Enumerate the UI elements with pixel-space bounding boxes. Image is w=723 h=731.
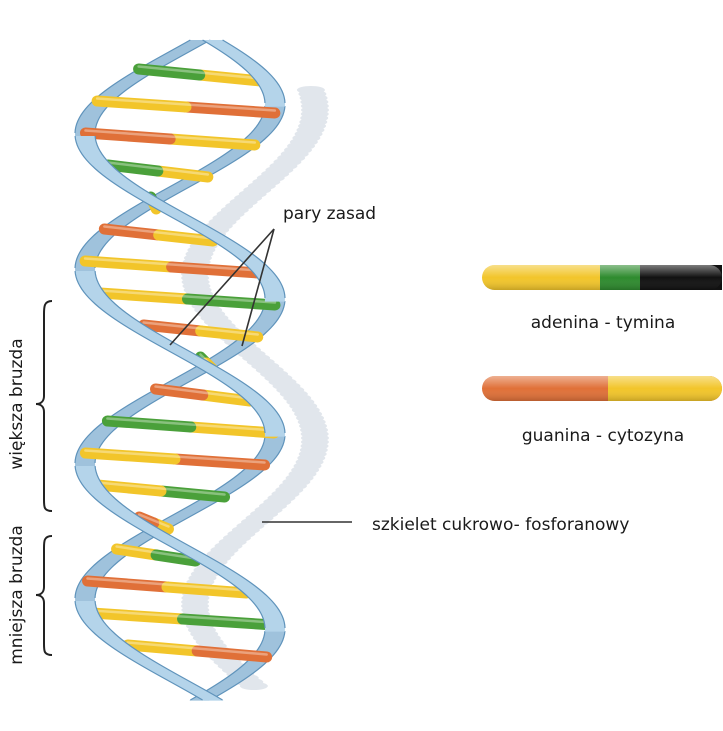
base-pair-rod [139, 67, 261, 82]
legend-label-gc: guanina - cytozyna [522, 426, 684, 446]
legend-item-at: adenina - tymina [482, 265, 722, 333]
legend: adenina - tymina guanina - cytozyna [482, 265, 722, 446]
strand-b-front-segment [265, 298, 285, 302]
base-pair-rod [85, 259, 258, 274]
base-pair-rod [85, 451, 264, 466]
legend-label-at: adenina - tymina [531, 313, 676, 333]
major-groove-annotation: większa bruzda [7, 301, 52, 511]
major-groove-label: większa bruzda [7, 338, 27, 469]
legend-item-gc: guanina - cytozyna [482, 376, 722, 446]
base-pairs-label: pary zasad [283, 204, 376, 224]
base-pairs-group [85, 67, 275, 658]
minor-groove-annotation: mniejsza bruzda [7, 525, 52, 665]
base-pair-rod [85, 131, 254, 146]
minor-groove-label: mniejsza bruzda [7, 525, 27, 665]
shadow-dot [240, 682, 268, 690]
strand-a-front-segment [265, 433, 285, 437]
base-pair-rod [128, 643, 267, 658]
base-pair-rod [107, 419, 274, 434]
backbone-label: szkielet cukrowo- fosforanowy [372, 515, 629, 535]
base-pair-rod [97, 99, 275, 114]
base-pair-rod [92, 611, 274, 626]
base-pair-rod [88, 579, 247, 594]
strand-b-front-segment [265, 628, 285, 632]
backbone-annotation: szkielet cukrowo- fosforanowy [262, 515, 629, 535]
minor-groove-bracket [36, 536, 52, 655]
base-pair-rod [97, 483, 224, 498]
major-groove-bracket [36, 301, 52, 511]
strand-a-front-segment [265, 103, 285, 107]
